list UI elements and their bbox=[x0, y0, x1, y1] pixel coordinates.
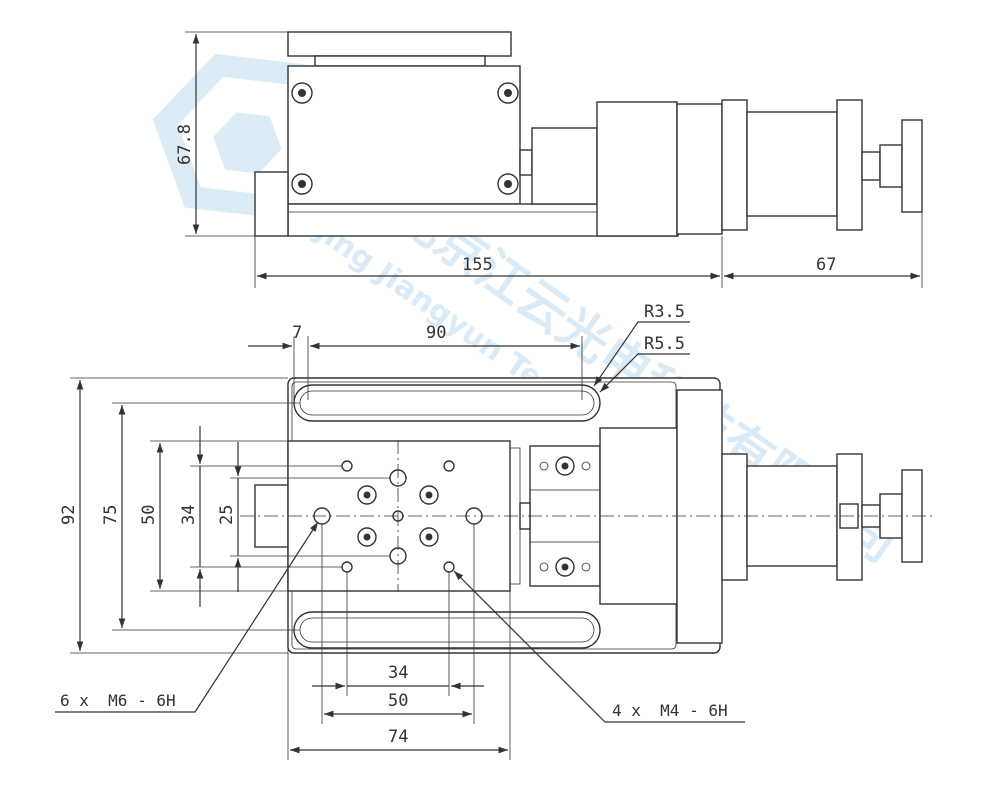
slot-bottom bbox=[293, 611, 601, 649]
carriage-len-dim-label: 74 bbox=[388, 727, 408, 747]
motor-cap-left-plan bbox=[721, 453, 748, 581]
coupler-knob bbox=[519, 149, 533, 176]
hole-y25-dim-label: 25 bbox=[217, 505, 237, 525]
screw-heads bbox=[291, 82, 519, 195]
hand-knob bbox=[901, 119, 923, 213]
slot-pitch-dim-label: 90 bbox=[426, 323, 446, 343]
side-view: 67.8 155 67 bbox=[175, 31, 923, 288]
callout-m4-leader bbox=[453, 570, 745, 723]
radius-outer-label: R3.5 bbox=[644, 302, 685, 322]
radius-inner-leader bbox=[599, 353, 690, 393]
motor-cap-left bbox=[721, 99, 748, 231]
slot-span-dim-label: 75 bbox=[101, 505, 121, 525]
slot-top bbox=[293, 384, 601, 422]
radius-inner-label: R5.5 bbox=[644, 334, 685, 354]
motor-body bbox=[746, 111, 838, 217]
plan-view: 7 90 R3.5 R5.5 92 75 50 34 25 bbox=[55, 302, 935, 760]
knob-hub bbox=[879, 144, 903, 188]
callout-m4-label: 4 x M4 - 6H bbox=[612, 701, 728, 720]
width-dim-label: 92 bbox=[59, 505, 79, 525]
motor-flange bbox=[596, 101, 678, 237]
top-plate bbox=[287, 31, 512, 57]
motor-adapter-plan bbox=[676, 389, 723, 644]
hole-y34-dim-label: 34 bbox=[179, 505, 199, 525]
motor-cap-right bbox=[836, 99, 863, 231]
height-dim-label: 67.8 bbox=[175, 124, 195, 165]
hole-x50-dim-label: 50 bbox=[388, 691, 408, 711]
hole-x34-dim-label: 34 bbox=[388, 663, 408, 683]
carriage-dim-label: 50 bbox=[139, 505, 159, 525]
carriage-block bbox=[287, 65, 521, 205]
callout-m6-label: 6 x M6 - 6H bbox=[60, 691, 176, 710]
motor-adapter bbox=[676, 103, 723, 235]
top-plate-step bbox=[314, 55, 486, 67]
radius-outer-leader bbox=[593, 321, 690, 387]
motor-dim-label: 67 bbox=[816, 255, 836, 275]
length-dim-label: 155 bbox=[462, 255, 493, 275]
end-block bbox=[254, 171, 289, 237]
motor-shaft bbox=[861, 151, 881, 181]
coupler-housing bbox=[531, 127, 598, 205]
offset-dim-label: 7 bbox=[292, 323, 302, 343]
callout-m6-leader bbox=[55, 521, 319, 713]
